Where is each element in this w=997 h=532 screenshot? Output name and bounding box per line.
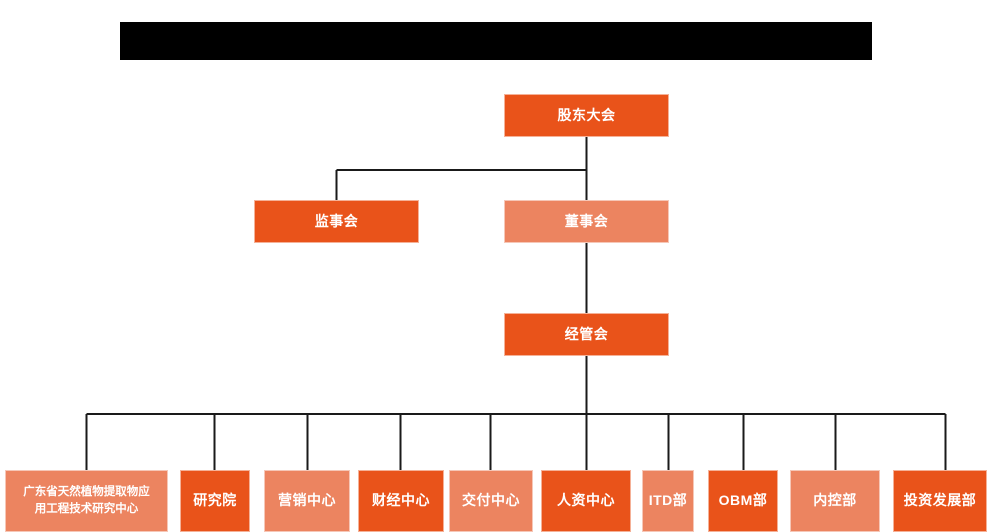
node-label-management-committee: 经管会 [564,325,609,342]
node-label-guangdong-research-center: 广东省天然植物提取物应 用工程技术研究中心 [12,484,161,517]
node-guangdong-research-center[interactable]: 广东省天然植物提取物应 用工程技术研究中心 [5,470,168,532]
node-internal-control-department[interactable]: 内控部 [790,470,880,532]
node-label-board-of-directors: 董事会 [564,212,609,229]
node-label-research-institute: 研究院 [193,492,237,509]
node-label-investment-development-department: 投资发展部 [903,492,977,509]
node-label-internal-control-department: 内控部 [813,492,857,509]
node-management-committee[interactable]: 经管会 [504,313,669,356]
node-obm-department[interactable]: OBM部 [708,470,778,532]
node-itd-department[interactable]: ITD部 [642,470,694,532]
node-marketing-center[interactable]: 营销中心 [264,470,350,532]
node-label-line-1: 广东省天然植物提取物应 [23,486,150,499]
node-label-marketing-center: 营销中心 [278,492,336,509]
node-board-of-directors[interactable]: 董事会 [504,200,669,243]
node-label-shareholders-meeting: 股东大会 [557,106,616,123]
redacted-title-bar [120,22,872,60]
node-finance-center[interactable]: 财经中心 [358,470,444,532]
node-board-of-supervisors[interactable]: 监事会 [254,200,419,243]
node-label-human-resources-center: 人资中心 [557,492,615,509]
node-label-obm-department: OBM部 [718,492,768,509]
node-label-delivery-center: 交付中心 [462,492,520,509]
node-investment-development-department[interactable]: 投资发展部 [893,470,987,532]
node-label-board-of-supervisors: 监事会 [314,212,359,229]
node-shareholders-meeting[interactable]: 股东大会 [504,94,669,137]
node-label-itd-department: ITD部 [648,492,688,509]
node-human-resources-center[interactable]: 人资中心 [541,470,631,532]
node-research-institute[interactable]: 研究院 [180,470,250,532]
node-label-finance-center: 财经中心 [372,492,430,509]
node-label-line-2: 用工程技术研究中心 [34,503,139,515]
node-delivery-center[interactable]: 交付中心 [449,470,533,532]
